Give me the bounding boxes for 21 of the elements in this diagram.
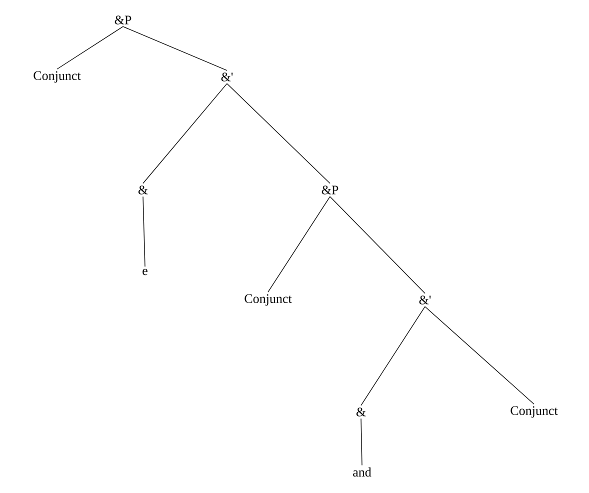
tree-branch xyxy=(268,196,330,292)
tree-label: Conjunct xyxy=(244,294,292,306)
tree-label: e xyxy=(142,268,148,276)
tree-branch xyxy=(142,196,146,268)
tree-branch xyxy=(226,83,330,184)
tree-branch xyxy=(122,26,228,71)
tree-branch xyxy=(330,196,426,294)
tree-label: Conjunct xyxy=(34,71,81,83)
tree-label: &P xyxy=(114,16,132,24)
tree-branch xyxy=(360,306,426,406)
tree-label: & xyxy=(356,408,366,416)
tree-branch xyxy=(56,26,124,70)
tree-label: &' xyxy=(221,72,233,82)
tree-label: & xyxy=(138,186,148,194)
tree-label: &' xyxy=(419,296,431,304)
tree-label: and xyxy=(353,467,372,477)
tree-branch xyxy=(360,418,362,466)
tree-label: &P xyxy=(322,186,338,194)
tree-branch xyxy=(142,83,228,184)
tree-label: Conjunct xyxy=(510,406,558,418)
tree-branch xyxy=(424,306,534,404)
